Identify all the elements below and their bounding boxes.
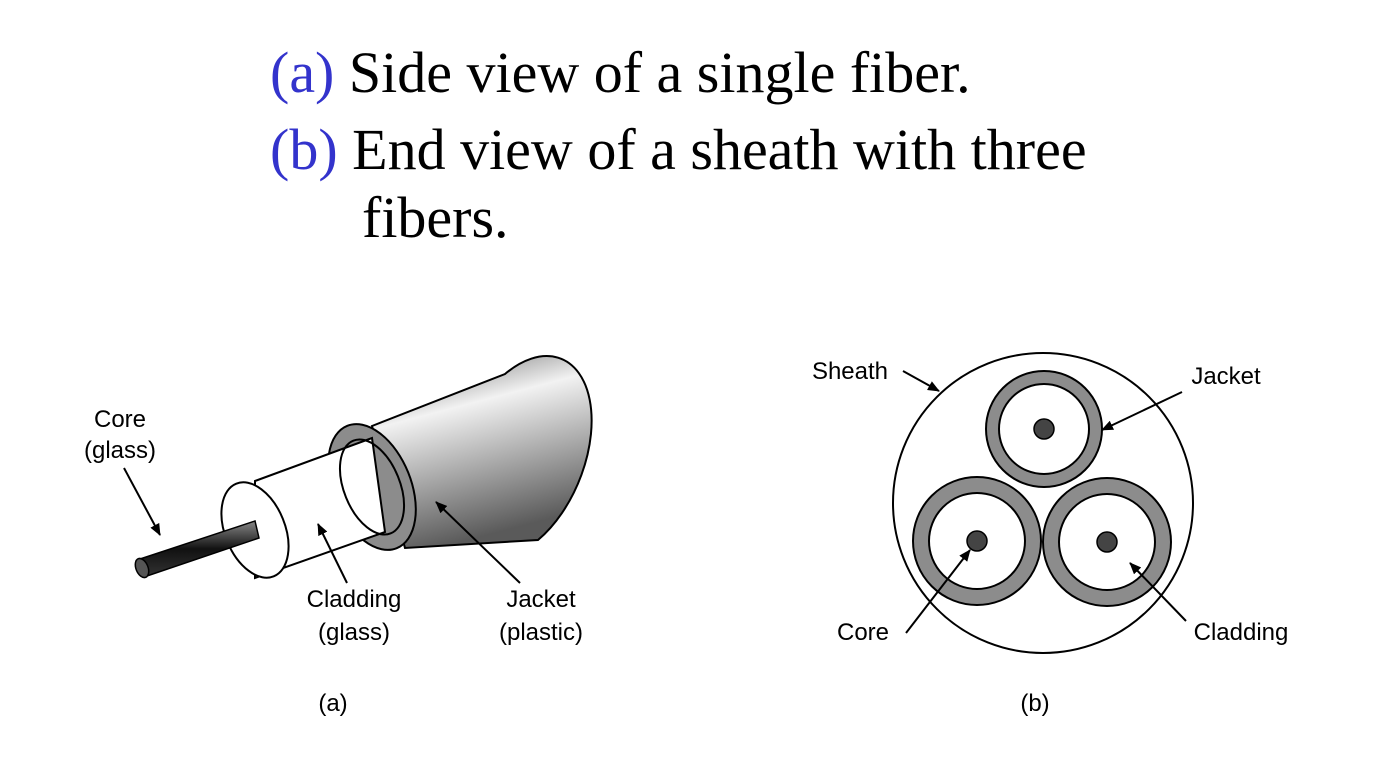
jacket-arrow-a: [435, 501, 521, 584]
cladding-label-b: Cladding: [1194, 619, 1289, 646]
jacket-label-a-sub: (plastic): [499, 619, 583, 646]
title-text-b-cont: fibers.: [362, 185, 509, 250]
core-arrow-b: [905, 549, 971, 634]
title-label-b: (b): [270, 117, 338, 182]
fiber-left-core: [966, 530, 988, 552]
fiber-top-core: [1033, 418, 1055, 440]
figure-b: Sheath Jacket Core Cladding (b): [812, 352, 1289, 717]
core-arrow-a: [123, 467, 161, 536]
core-label-a-sub: (glass): [84, 437, 156, 464]
cladding-label-a: Cladding: [307, 586, 402, 613]
cladding-arrow-a: [317, 523, 348, 584]
core-end: [134, 557, 150, 579]
title-line-3: fibers.: [362, 189, 509, 247]
jacket-body: [370, 355, 593, 550]
sheath-arrow-b: [902, 370, 940, 392]
cladding-arrow-b: [1129, 562, 1187, 622]
title-line-1: (a) Side view of a single fiber.: [270, 44, 971, 102]
fiber-right-core: [1096, 531, 1118, 553]
sheath-label-b: Sheath: [812, 358, 888, 385]
core-label-b: Core: [837, 619, 889, 646]
title-label-a: (a): [270, 40, 335, 105]
jacket-label-a: Jacket: [506, 586, 576, 613]
title-text-a: Side view of a single fiber.: [334, 40, 971, 105]
caption-b: (b): [1020, 690, 1049, 717]
caption-a: (a): [318, 690, 347, 717]
jacket-arrow-b: [1101, 391, 1183, 431]
jacket-label-b: Jacket: [1191, 363, 1261, 390]
title-text-b: End view of a sheath with three: [337, 117, 1087, 182]
cladding-label-a-sub: (glass): [318, 619, 390, 646]
jacket-inner-rim: [338, 438, 406, 536]
figure-a: Core (glass) Cladding (glass) Jacket (pl…: [84, 355, 593, 717]
core-label-a: Core: [94, 406, 146, 433]
title-line-2: (b) End view of a sheath with three: [270, 121, 1087, 179]
